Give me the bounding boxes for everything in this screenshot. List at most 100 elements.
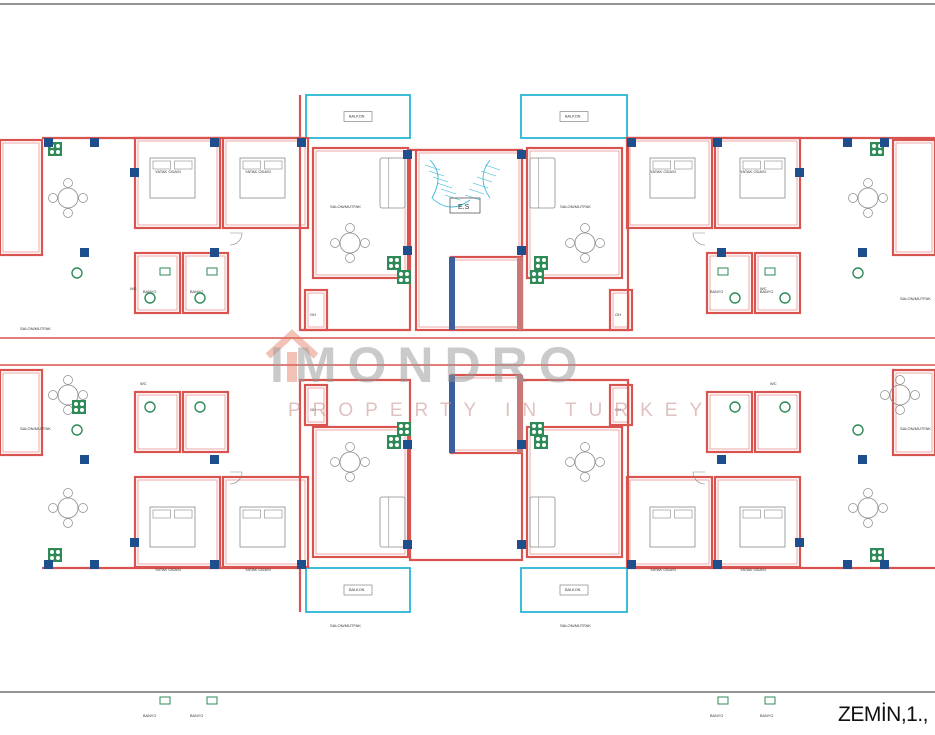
room-label: BALKON xyxy=(565,588,581,592)
pillow-icon xyxy=(652,160,671,170)
room-tag xyxy=(559,111,589,122)
pillow-icon xyxy=(264,509,283,519)
sink-icon xyxy=(159,267,171,276)
chair-icon xyxy=(595,457,605,467)
door-swing xyxy=(692,232,706,246)
stair-tread xyxy=(428,170,445,177)
room-label: BANYO xyxy=(760,714,773,718)
shaft-wall-red xyxy=(517,375,523,453)
closet-wall xyxy=(303,383,329,427)
pillow-icon xyxy=(764,509,783,519)
bed-icon xyxy=(149,157,196,199)
stair-core-inner xyxy=(418,152,520,328)
toilet-icon xyxy=(194,401,206,413)
pillow-icon xyxy=(264,160,283,170)
room-label: BALKON xyxy=(349,588,365,592)
burner-icon xyxy=(542,437,546,441)
burner-icon xyxy=(405,430,409,434)
burner-icon xyxy=(80,402,84,406)
stove-icon xyxy=(397,270,411,284)
column xyxy=(80,248,89,257)
chair-icon xyxy=(345,442,355,452)
burner-icon xyxy=(536,258,540,262)
room-label: SALON/MUTFAK xyxy=(560,204,591,209)
chair-icon xyxy=(63,518,73,528)
bed-icon xyxy=(649,157,696,199)
column xyxy=(210,138,219,147)
column xyxy=(843,138,852,147)
room-label: BANYO xyxy=(710,714,723,718)
stove-icon xyxy=(72,400,86,414)
chair-icon xyxy=(848,193,858,203)
burner-icon xyxy=(74,408,78,412)
bedroom-wall-inner xyxy=(225,140,306,226)
chair-icon xyxy=(48,390,58,400)
toilet-icon xyxy=(729,292,741,304)
bath-wall-inner xyxy=(757,255,798,311)
balcony-outline xyxy=(520,94,628,139)
room-label: SALON/MUTFAK xyxy=(900,426,931,431)
stove-icon xyxy=(387,435,401,449)
door-swing xyxy=(692,471,706,485)
pillow-icon xyxy=(174,160,193,170)
closet-wall-inner xyxy=(612,387,630,423)
column xyxy=(713,560,722,569)
column xyxy=(210,560,219,569)
burner-icon xyxy=(872,144,876,148)
burner-icon xyxy=(536,437,540,441)
room-label: GH xyxy=(615,407,621,412)
stair-core xyxy=(414,148,524,332)
closet-wall-inner xyxy=(307,387,325,423)
bed-icon xyxy=(149,506,196,548)
column xyxy=(403,150,412,159)
room-label: YATAK ODASI xyxy=(740,567,766,572)
bath-wall-inner xyxy=(709,255,750,311)
column xyxy=(713,138,722,147)
column xyxy=(517,540,526,549)
bedroom-wall xyxy=(625,475,714,569)
column xyxy=(858,248,867,257)
bath-wall-inner xyxy=(185,255,226,311)
room-label: GH xyxy=(310,312,316,317)
dining-table-icon xyxy=(57,384,79,406)
bedroom-wall xyxy=(713,475,802,569)
edge-room-wall xyxy=(891,138,935,257)
bedroom-wall xyxy=(221,475,310,569)
chair-icon xyxy=(848,503,858,513)
toilet-icon xyxy=(779,292,791,304)
room-tag xyxy=(343,111,373,122)
bath-wall-inner xyxy=(185,394,226,450)
room-tag xyxy=(559,584,589,596)
closet-wall xyxy=(608,383,634,427)
burner-icon xyxy=(399,424,403,428)
bedroom-wall xyxy=(625,136,714,230)
burner-icon xyxy=(872,150,876,154)
dining-table-icon xyxy=(339,451,361,473)
burner-icon xyxy=(538,278,542,282)
room-tag xyxy=(343,584,373,596)
column xyxy=(717,248,726,257)
chair-icon xyxy=(878,503,888,513)
column xyxy=(627,560,636,569)
burner-icon xyxy=(56,150,60,154)
chair-icon xyxy=(863,208,873,218)
chair-icon xyxy=(63,405,73,415)
stove-icon xyxy=(530,422,544,436)
stair-tread xyxy=(476,176,493,183)
column xyxy=(880,560,889,569)
room-label: BANYO xyxy=(760,290,773,294)
chair-icon xyxy=(565,457,575,467)
room-label: BANYO xyxy=(143,714,156,718)
stove-icon xyxy=(48,548,62,562)
sink-icon xyxy=(206,696,218,705)
burner-icon xyxy=(532,430,536,434)
door-swing xyxy=(229,471,243,485)
chair-icon xyxy=(880,390,890,400)
room-label: BANYO xyxy=(190,290,203,294)
sink-icon xyxy=(159,696,171,705)
balcony-outline xyxy=(305,567,411,613)
stair-tag xyxy=(449,197,481,214)
burner-icon xyxy=(56,144,60,148)
burner-icon xyxy=(389,258,393,262)
